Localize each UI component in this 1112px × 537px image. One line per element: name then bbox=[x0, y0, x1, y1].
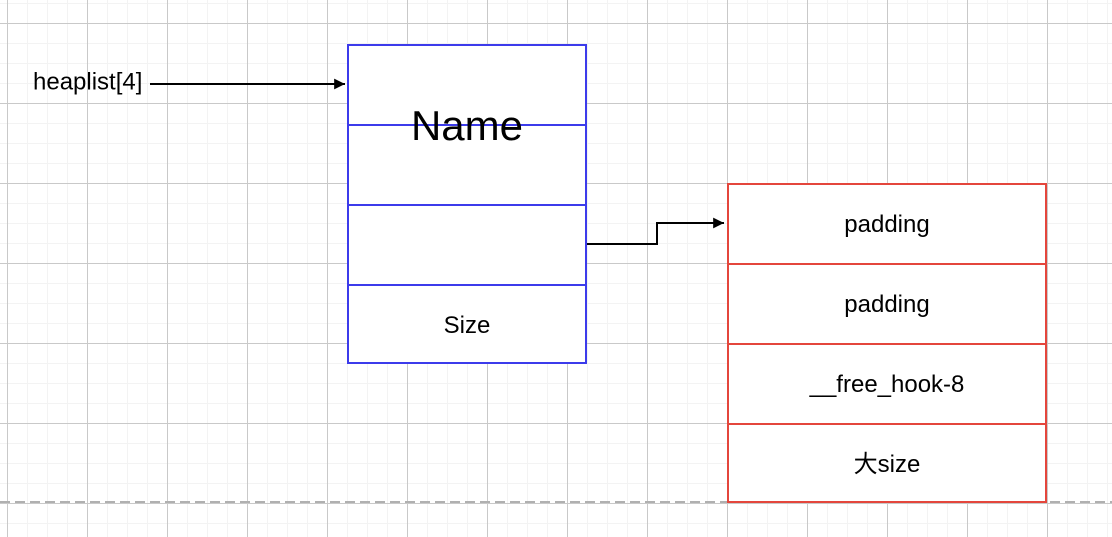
red-cell-padding-1: padding bbox=[844, 211, 930, 238]
blue-divider-1 bbox=[349, 124, 585, 126]
chunk-pointer-arrow bbox=[587, 217, 724, 245]
blue-chunk-name-label: Name bbox=[410, 102, 524, 149]
blue-chunk-box: Size Name bbox=[347, 44, 587, 364]
red-divider-1 bbox=[729, 263, 1045, 265]
red-divider-2 bbox=[729, 343, 1045, 345]
blue-divider-3 bbox=[349, 284, 585, 286]
red-chunk-box: padding padding __free_hook-8 大size bbox=[727, 183, 1047, 503]
blue-cell-size: Size bbox=[443, 312, 491, 339]
red-cell-padding-2: padding bbox=[844, 291, 930, 318]
red-cell-big-size: 大size bbox=[853, 451, 921, 478]
red-cell-free-hook: __free_hook-8 bbox=[809, 371, 965, 398]
blue-cell-3 bbox=[349, 206, 585, 286]
heaplist-pointer-label: heaplist[4] bbox=[33, 68, 143, 96]
page-break-line bbox=[0, 501, 1112, 503]
blue-divider-2 bbox=[349, 204, 585, 206]
red-divider-3 bbox=[729, 423, 1045, 425]
